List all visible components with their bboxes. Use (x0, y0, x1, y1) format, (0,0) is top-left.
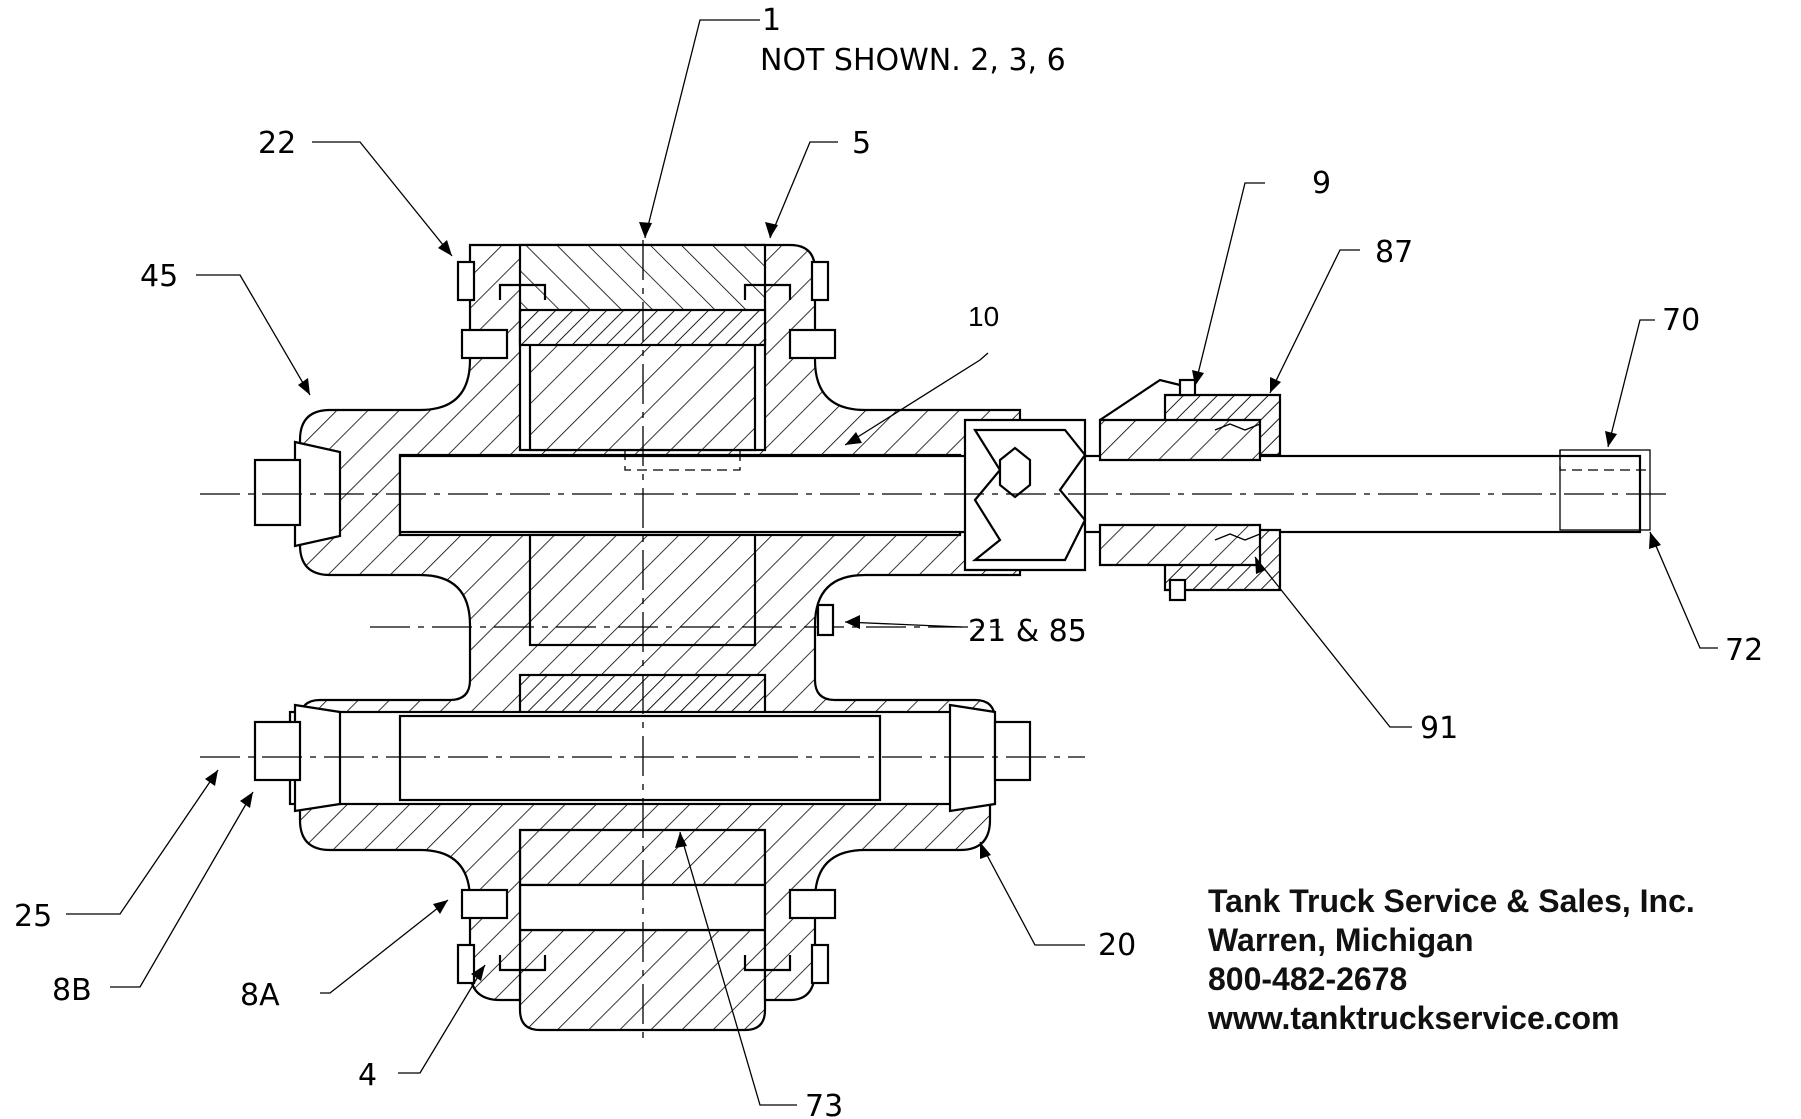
centerlines (200, 240, 1670, 1045)
callout-8A: 8A (240, 978, 280, 1013)
gland-nut (1098, 378, 1282, 592)
callout-5: 5 (852, 126, 871, 161)
company-info: Tank Truck Service & Sales, Inc. Warren,… (1208, 882, 1695, 1038)
callout-8B: 8B (52, 973, 92, 1008)
callout-not-shown: NOT SHOWN. 2, 3, 6 (760, 43, 1066, 78)
callout-4: 4 (358, 1058, 377, 1093)
company-location: Warren, Michigan (1208, 922, 1474, 958)
bracket-marks (498, 283, 792, 972)
callout-10: 10 (968, 301, 999, 332)
callout-21-85: 21 & 85 (968, 614, 1087, 649)
lower-body-housing (298, 758, 992, 1002)
callout-labels: 1 NOT SHOWN. 2, 3, 6 22 5 9 87 45 10 70 … (14, 3, 1763, 1119)
callout-70: 70 (1662, 303, 1700, 338)
leader-lines (66, 19, 1718, 1106)
company-name: Tank Truck Service & Sales, Inc. (1208, 883, 1695, 919)
bolts (456, 260, 1197, 985)
callout-45: 45 (140, 259, 178, 294)
callout-9: 9 (1312, 166, 1331, 201)
arrowheads (205, 222, 1661, 981)
hidden-lines (624, 449, 1651, 531)
callout-22: 22 (258, 126, 296, 161)
callout-20: 20 (1098, 928, 1136, 963)
callout-91: 91 (1420, 711, 1458, 746)
callout-1: 1 (762, 3, 781, 38)
lower-shaft (253, 703, 1032, 813)
callout-72: 72 (1725, 633, 1763, 668)
callout-25: 25 (14, 899, 52, 934)
callout-87: 87 (1375, 235, 1413, 270)
company-phone: 800-482-2678 (1208, 961, 1408, 997)
company-website: www.tanktruckservice.com (1208, 1000, 1620, 1036)
callout-73: 73 (805, 1089, 843, 1119)
